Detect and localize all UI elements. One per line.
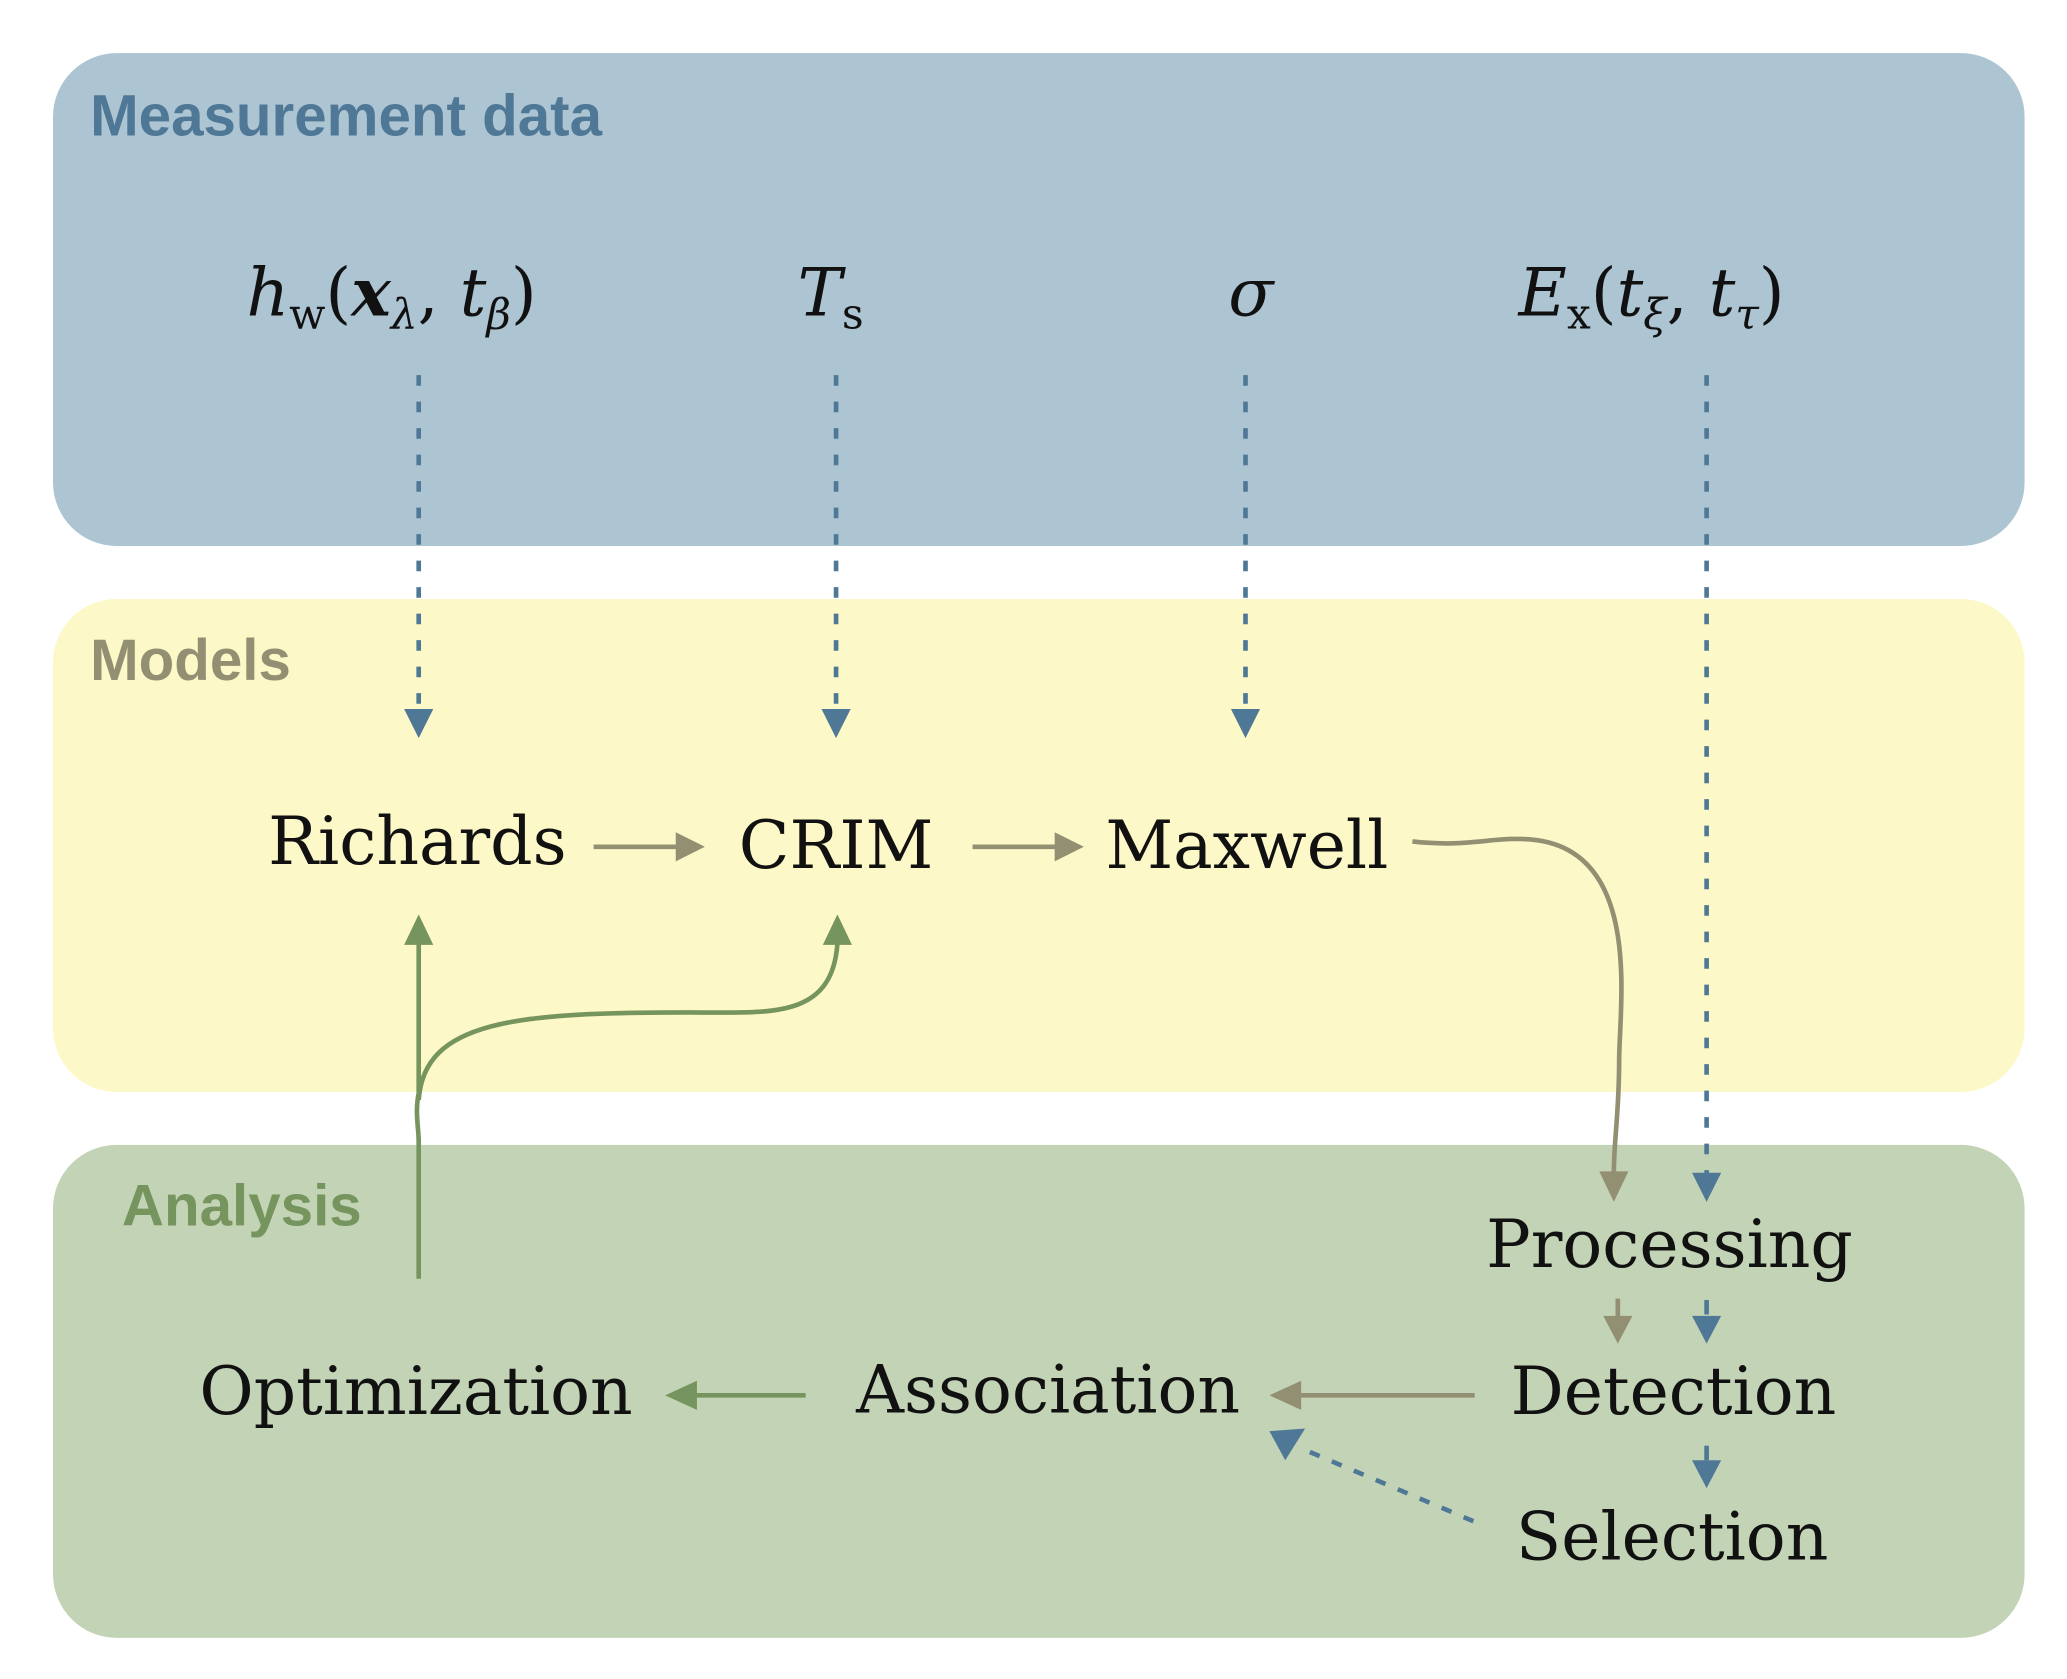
node-maxwell: Maxwell [1105, 807, 1388, 884]
edge-hw-richards [404, 375, 434, 739]
edge-processing-detection-olive [1603, 1298, 1633, 1344]
node-richards: Richards [268, 803, 566, 880]
measurement-panel-title: Measurement data [90, 83, 602, 148]
edge-selection-association [1269, 1428, 1475, 1524]
svg-text:hw(xλ, tβ): hw(xλ, tβ) [246, 253, 536, 338]
measurement-panel [53, 53, 2025, 547]
edge-richards-crim [593, 832, 705, 862]
edge-sigma-maxwell [1230, 375, 1261, 739]
measurement-Ts: Ts [798, 254, 864, 338]
edge-maxwell-processing [1412, 836, 1629, 1202]
models-panel-title: Models [90, 628, 291, 693]
edge-detection-selection [1692, 1445, 1722, 1489]
analysis-panel [53, 1144, 2025, 1638]
svg-text:σ: σ [1228, 254, 1275, 331]
edge-crim-maxwell [972, 832, 1084, 862]
measurement-hw: hw(xλ, tβ) [246, 253, 536, 338]
measurement-sigma: σ [1228, 254, 1275, 331]
measurement-Ex: Ex(tξ, tτ) [1517, 254, 1784, 338]
svg-text:Ts: Ts [798, 254, 864, 338]
node-selection: Selection [1516, 1499, 1828, 1576]
node-detection: Detection [1511, 1353, 1837, 1430]
svg-text:Ex(tξ, tτ): Ex(tξ, tτ) [1517, 254, 1784, 338]
node-crim: CRIM [739, 807, 934, 884]
edge-optimization-crim [416, 914, 852, 1101]
edge-detection-association [1269, 1380, 1475, 1410]
node-optimization: Optimization [199, 1353, 632, 1430]
edge-association-optimization [665, 1380, 806, 1410]
analysis-panel-title: Analysis [122, 1174, 362, 1239]
edge-processing-detection-blue [1692, 1299, 1722, 1344]
edge-Ex-processing [1692, 375, 1722, 1202]
node-association: Association [855, 1352, 1240, 1429]
edge-Ts-crim [821, 375, 851, 739]
node-processing: Processing [1486, 1206, 1853, 1283]
